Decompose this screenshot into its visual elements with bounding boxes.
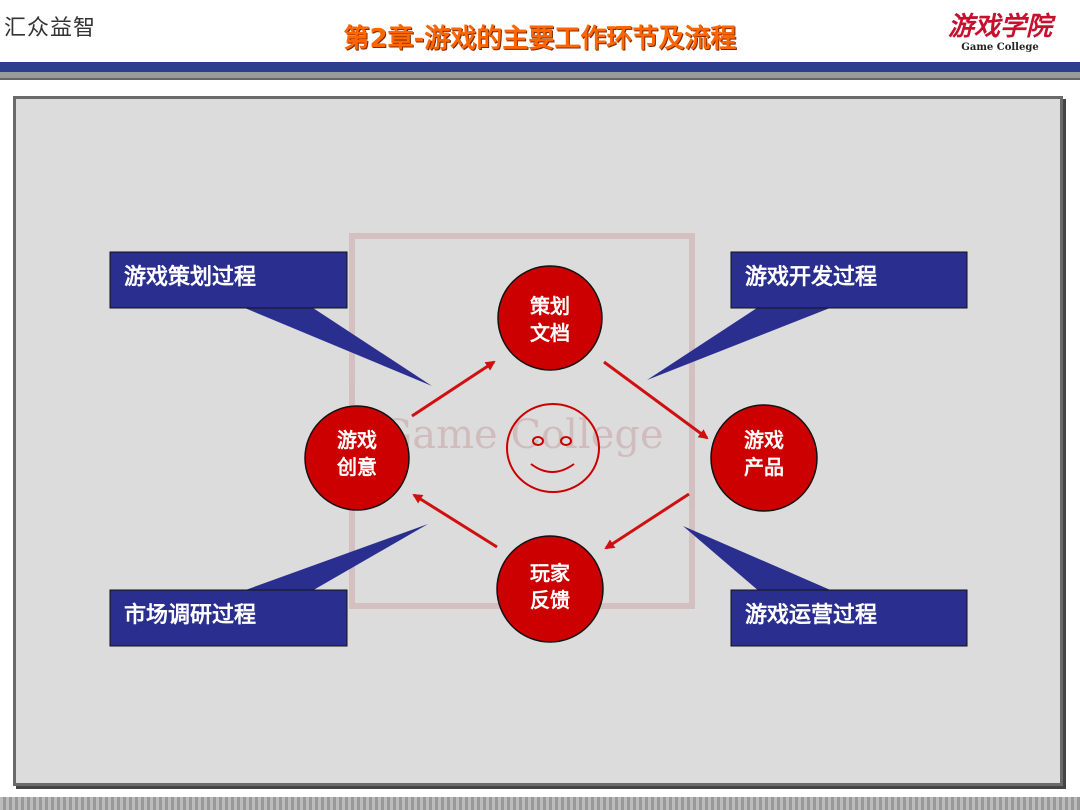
callout-operation-label: 游戏运营过程 xyxy=(745,602,877,628)
callout-research: 市场调研过程 xyxy=(109,524,428,647)
callout-planning-label: 游戏策划过程 xyxy=(124,264,256,290)
node-game-product: 游戏 产品 xyxy=(710,404,818,512)
smiley-face-icon xyxy=(506,403,600,493)
callout-development-label: 游戏开发过程 xyxy=(745,264,877,290)
huizhong-logo: 汇众益智 xyxy=(4,10,96,42)
arrow-feedback-to-idea xyxy=(412,493,498,549)
node-plan-doc-line2: 文档 xyxy=(530,321,570,345)
arrow-product-to-feedback xyxy=(604,492,690,550)
callout-research-label: 市场调研过程 xyxy=(124,602,256,628)
node-game-idea: 游戏 创意 xyxy=(304,405,410,511)
node-game-product-line2: 产品 xyxy=(744,455,784,479)
game-college-logo: 游戏学院 Game College xyxy=(940,6,1060,58)
logo-left-text: 汇众益智 xyxy=(4,16,97,41)
callout-operation: 游戏运营过程 xyxy=(683,526,968,647)
arrow-idea-to-doc xyxy=(411,360,496,418)
header-stripe-line xyxy=(0,78,1080,80)
node-plan-doc-line1: 策划 xyxy=(530,294,570,318)
header-stripe-blue xyxy=(0,62,1080,72)
page-title: 第2章-游戏的主要工作环节及流程 xyxy=(343,24,737,54)
callout-planning: 游戏策划过程 xyxy=(109,251,432,386)
header-stripe-gray xyxy=(0,72,1080,78)
node-player-feedback-line1: 玩家 xyxy=(530,561,571,585)
node-game-idea-line2: 创意 xyxy=(336,455,377,479)
content-panel xyxy=(13,96,1063,786)
node-player-feedback-line2: 反馈 xyxy=(530,588,570,612)
node-player-feedback: 玩家 反馈 xyxy=(496,535,604,643)
callout-development: 游戏开发过程 xyxy=(647,251,968,380)
logo-right-en: Game College xyxy=(961,42,1039,53)
watermark-text: Game College xyxy=(380,412,663,458)
header-bar: 汇众益智 第2章-游戏的主要工作环节及流程 游戏学院 Game College xyxy=(0,0,1080,62)
arrow-doc-to-product xyxy=(603,360,709,440)
node-game-idea-line1: 游戏 xyxy=(337,428,377,452)
node-game-product-line1: 游戏 xyxy=(744,428,784,452)
logo-right-cn: 游戏学院 xyxy=(947,12,1052,42)
node-plan-doc: 策划 文档 xyxy=(497,265,603,371)
footer-stripe xyxy=(0,797,1080,810)
